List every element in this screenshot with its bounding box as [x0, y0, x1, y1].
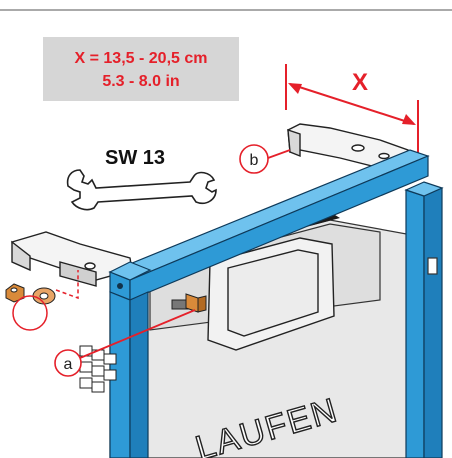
dimension-x-label: X — [352, 69, 368, 96]
callout-b-leader — [267, 149, 291, 159]
callout-a-marker — [54, 349, 82, 377]
left-mounting-bracket — [11, 231, 133, 287]
loose-washer — [32, 287, 56, 305]
frame-top-beam — [108, 149, 430, 301]
inspection-opening — [207, 237, 335, 351]
callout-a-label: a — [64, 356, 73, 373]
callout-b-marker — [239, 144, 269, 174]
dimension-spec-box — [43, 37, 239, 101]
wrench-size-label: SW 13 — [105, 147, 165, 169]
frame-right-post — [404, 181, 444, 458]
callout-a-leader — [79, 309, 196, 359]
assembly-guide-line — [55, 270, 79, 300]
frame-bolt — [171, 293, 207, 313]
callout-b-label: b — [250, 152, 259, 169]
dimension-in-text: 5.3 - 8.0 in — [102, 73, 179, 90]
dimension-arrow-x — [285, 64, 419, 156]
dimension-cm-text: X = 13,5 - 20,5 cm — [75, 50, 208, 67]
frame-left-post — [108, 261, 152, 458]
loose-nut — [5, 283, 25, 303]
hose-connectors — [79, 345, 117, 393]
wrench-icon — [66, 169, 217, 211]
callout-a-circle — [12, 295, 48, 331]
frame-hole — [117, 283, 123, 289]
